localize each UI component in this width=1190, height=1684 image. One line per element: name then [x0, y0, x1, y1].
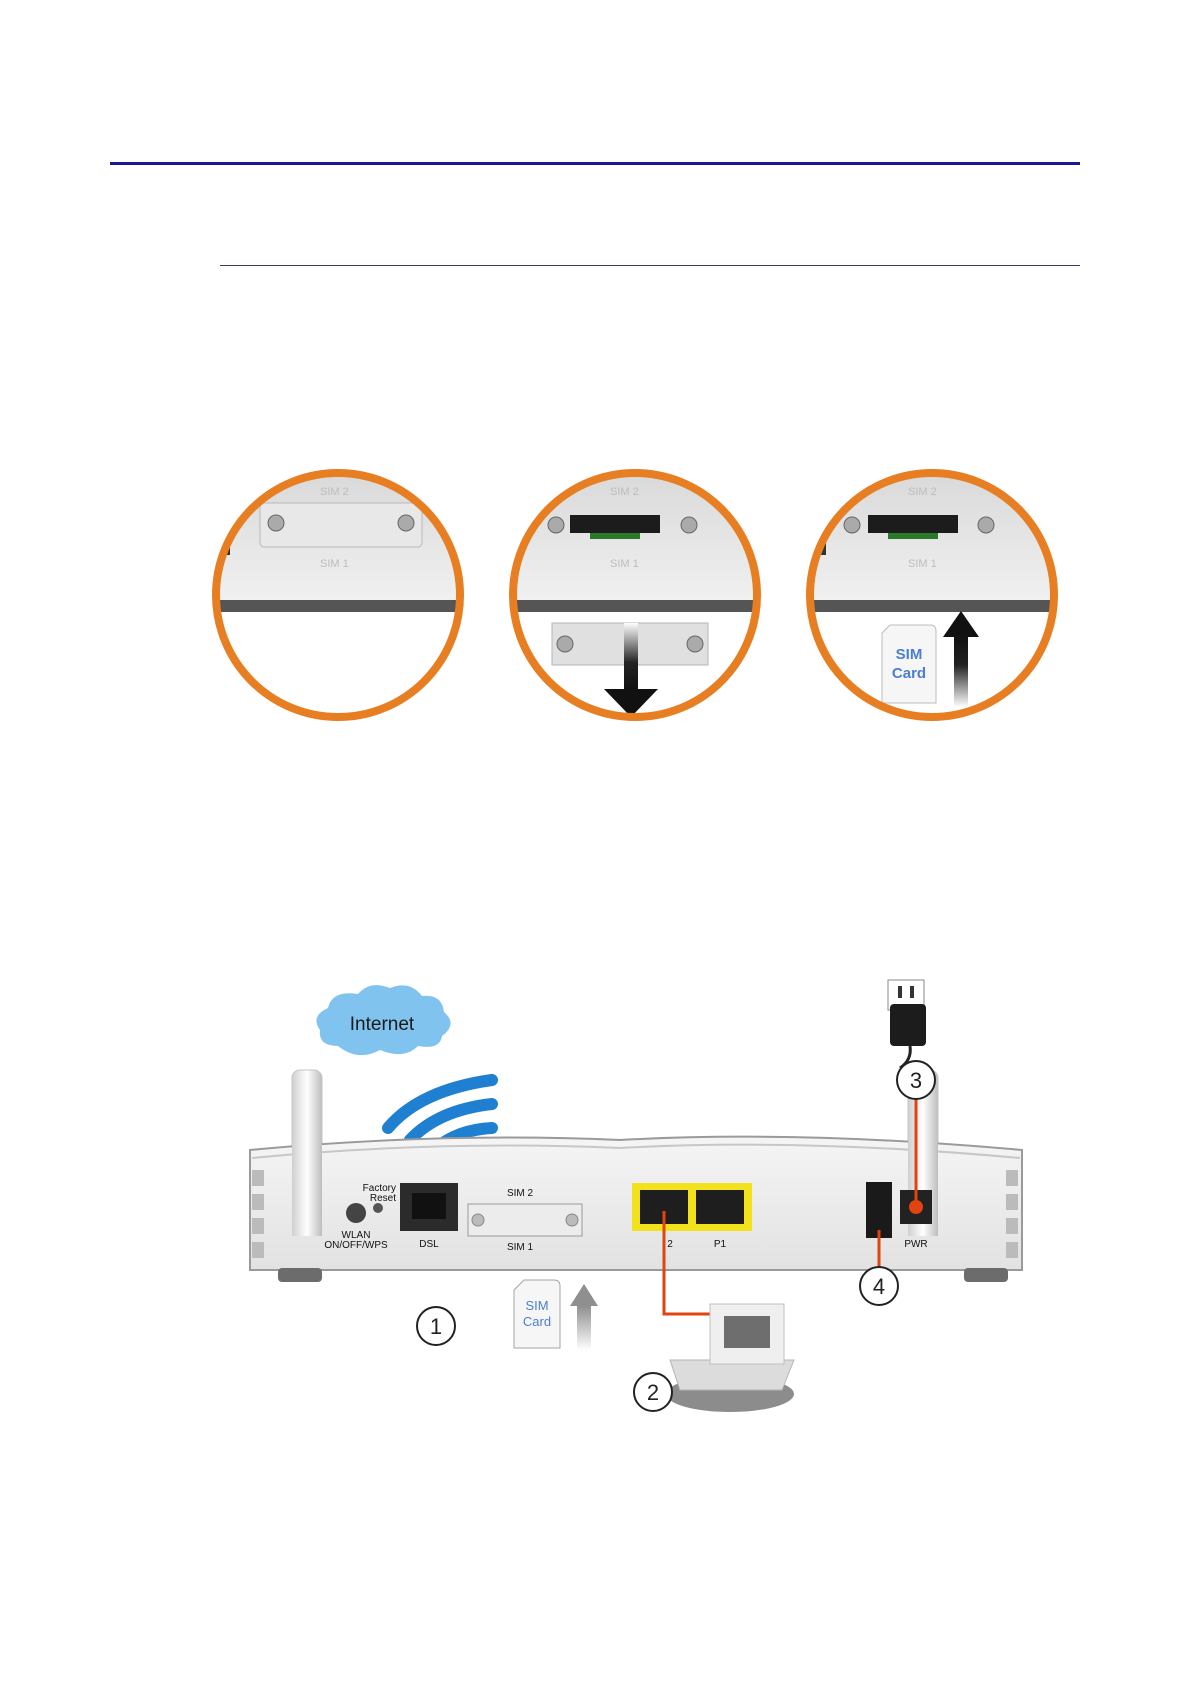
step3-card-line2: Card [892, 665, 926, 682]
right-foot [964, 1268, 1008, 1282]
callout-4: 4 [860, 1267, 898, 1305]
step-2-remove-cover: SIM 2 SIM 1 [500, 455, 780, 742]
svg-text:3: 3 [910, 1068, 922, 1093]
left-antenna-front [292, 1140, 322, 1236]
step-1-cover-closed: SIM 2 SIM 1 [200, 455, 480, 742]
up-arrow-icon [570, 1284, 598, 1306]
sim-card-line1: SIM [525, 1298, 548, 1313]
step-3-insert-sim: SIM 2 SIM 1 SIM Card [800, 455, 1080, 742]
factory-reset-line2: Reset [370, 1193, 396, 1204]
svg-text:1: 1 [430, 1314, 442, 1339]
header-rule [110, 162, 1080, 165]
cloud-label: Internet [350, 1014, 415, 1035]
power-switch[interactable] [866, 1182, 892, 1238]
callout-3: 3 [897, 1061, 935, 1099]
left-foot [278, 1268, 322, 1282]
plug-icon [890, 1004, 926, 1046]
sim-card-line2: Card [523, 1314, 551, 1329]
section-rule [220, 265, 1080, 266]
dsl-label: DSL [419, 1239, 439, 1250]
sim-card-icon [882, 625, 936, 703]
step3-slot-bottom-label: SIM 1 [908, 558, 937, 570]
port-p2-label: 2 [667, 1239, 673, 1250]
step2-slot-top-label: SIM 2 [610, 486, 639, 498]
step3-arrow-shaft [954, 637, 968, 707]
callout-1: 1 [417, 1307, 455, 1345]
step3-card-line1: SIM [896, 646, 923, 663]
port-p1-label: P1 [714, 1239, 727, 1250]
wlan-line2: ON/OFF/WPS [324, 1240, 388, 1251]
step2-arrow-shaft [624, 623, 638, 689]
callout-2: 2 [634, 1373, 672, 1411]
svg-text:4: 4 [873, 1274, 885, 1299]
pwr-label: PWR [904, 1239, 927, 1250]
svg-text:2: 2 [647, 1380, 659, 1405]
sim1-label: SIM 1 [507, 1242, 534, 1253]
internet-cloud: Internet [316, 985, 450, 1055]
sim-slot-cover[interactable] [468, 1204, 582, 1236]
hardware-connection-figure: Internet Factory Reset WLAN ON/OF [240, 980, 1060, 1460]
step1-slot-bottom-label: SIM 1 [320, 558, 349, 570]
step1-slot-top-label: SIM 2 [320, 486, 349, 498]
sim2-label: SIM 2 [507, 1188, 534, 1199]
step3-slot-top-label: SIM 2 [908, 486, 937, 498]
wlan-wps-button[interactable] [346, 1203, 366, 1223]
power-adapter [888, 980, 926, 1068]
computer-icon [666, 1304, 794, 1412]
lan-port-p1[interactable] [696, 1190, 744, 1224]
sim-arrow-shaft [577, 1306, 591, 1350]
factory-reset-button[interactable] [373, 1203, 383, 1213]
step2-slot-bottom-label: SIM 1 [610, 558, 639, 570]
sim-installation-figure: SIM 2 SIM 1 SIM 2 SIM 1 [200, 455, 1080, 735]
